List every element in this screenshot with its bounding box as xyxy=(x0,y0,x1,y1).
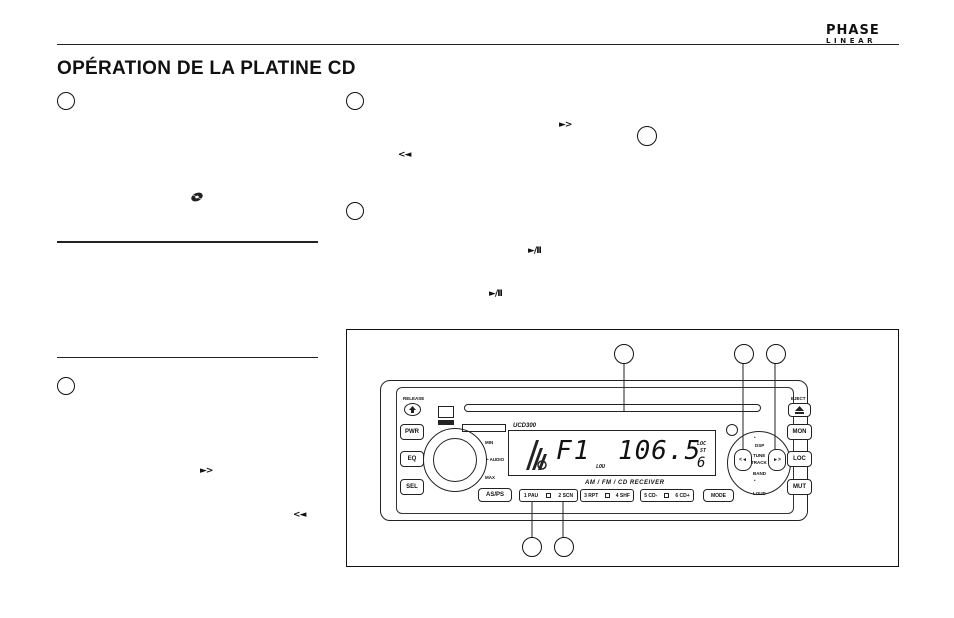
fast-forward-icon: ►> xyxy=(200,466,214,476)
down-dot: • xyxy=(754,478,756,483)
step-marker-circle xyxy=(57,92,75,110)
loud-label: LOUD xyxy=(753,491,766,496)
preset-4-button[interactable]: 4 SHF xyxy=(615,492,630,499)
preset-1-button[interactable]: 1 PAU xyxy=(523,492,539,499)
eject-label: EJECT xyxy=(791,396,806,401)
track-label: TRACK xyxy=(751,460,767,465)
play-pause-icon: ►/II xyxy=(489,289,503,299)
step-marker-circle xyxy=(346,92,364,110)
as-ps-button[interactable]: AS/PS xyxy=(478,488,512,502)
lcd-frequency: 106.5 xyxy=(618,436,702,466)
page-title: OPÉRATION DE LA PLATINE CD xyxy=(57,58,356,79)
mode-button[interactable]: MODE xyxy=(703,489,734,502)
cd-slot xyxy=(464,404,761,412)
step-marker-circle xyxy=(57,377,75,395)
volume-max-label: MAX xyxy=(485,475,495,480)
radio-inner-panel xyxy=(396,387,794,514)
preset-separator xyxy=(545,493,551,498)
callout-circle xyxy=(734,344,754,364)
spectrum-graphic-icon xyxy=(526,440,547,470)
track-back-button[interactable]: <◄ xyxy=(734,449,752,471)
logo-line2: LINEAR xyxy=(826,37,877,45)
brand-badge xyxy=(462,424,506,432)
lcd-loc: LOC xyxy=(697,441,707,447)
lcd-st: ST xyxy=(700,448,707,454)
dsp-label: DSP xyxy=(755,443,765,448)
radio-faceplate xyxy=(380,380,808,521)
lcd-display xyxy=(508,430,716,476)
callout-circle xyxy=(554,537,574,557)
eq-button[interactable]: EQ xyxy=(400,451,424,467)
mut-button[interactable]: MUT xyxy=(787,479,812,495)
sel-button[interactable]: SEL xyxy=(400,479,424,495)
fast-forward-icon: ►> xyxy=(559,120,573,130)
preset-2-button[interactable]: 2 SCN xyxy=(558,492,574,499)
up-dot: • xyxy=(754,435,756,440)
digital-audio-logo xyxy=(438,420,454,425)
callout-circle xyxy=(614,344,634,364)
volume-audio-label: • AUDIO xyxy=(487,457,505,462)
mon-button[interactable]: MON xyxy=(787,424,812,440)
header-rule xyxy=(57,44,899,45)
volume-knob-ring xyxy=(423,428,487,492)
eject-icon xyxy=(795,406,804,414)
preset-group-3-4: 3 RPT 4 SHF xyxy=(580,489,634,502)
brand-logo: PHASE LINEAR xyxy=(826,23,900,45)
receiver-label: AM / FM / CD RECEIVER xyxy=(585,480,665,486)
release-button[interactable] xyxy=(404,403,421,416)
preset-6-button[interactable]: 6 CD+ xyxy=(675,492,690,499)
release-arrow-icon xyxy=(409,406,416,413)
preset-separator xyxy=(604,493,610,498)
lcd-preset: 6 xyxy=(697,455,706,471)
disc-icon xyxy=(191,192,203,202)
rewind-icon: <◄ xyxy=(398,150,412,160)
release-label: RELEASE xyxy=(403,396,425,401)
rewind-icon: <◄ xyxy=(293,510,307,520)
section-divider xyxy=(57,241,318,243)
logo-line1: PHASE xyxy=(826,23,880,38)
band-label: BAND xyxy=(753,471,766,476)
figure-frame xyxy=(346,329,899,567)
track-forward-button[interactable]: ►> xyxy=(768,449,786,471)
eject-button[interactable] xyxy=(788,403,811,417)
section-divider xyxy=(57,357,318,358)
volume-min-label: MIN xyxy=(485,440,494,445)
lcd-band: F1 xyxy=(556,436,592,466)
play-pause-icon: ►/II xyxy=(528,246,542,256)
preset-separator xyxy=(663,493,669,498)
remote-sensor xyxy=(726,424,738,436)
lcd-lou: LOU xyxy=(596,464,606,470)
preset-5-button[interactable]: 5 CD- xyxy=(644,492,658,499)
callout-circle xyxy=(522,537,542,557)
preset-3-button[interactable]: 3 RPT xyxy=(584,492,599,499)
compact-disc-logo xyxy=(438,406,454,418)
pwr-button[interactable]: PWR xyxy=(400,424,424,440)
step-marker-circle xyxy=(346,202,364,220)
loc-button[interactable]: LOC xyxy=(787,451,812,467)
tune-label: TUNE xyxy=(753,453,766,458)
model-label: UCD300 xyxy=(513,423,537,429)
volume-knob[interactable] xyxy=(433,438,477,482)
preset-group-1-2: 1 PAU 2 SCN xyxy=(519,489,578,502)
callout-circle xyxy=(766,344,786,364)
step-marker-circle xyxy=(637,126,657,146)
preset-group-5-6: 5 CD- 6 CD+ xyxy=(640,489,694,502)
